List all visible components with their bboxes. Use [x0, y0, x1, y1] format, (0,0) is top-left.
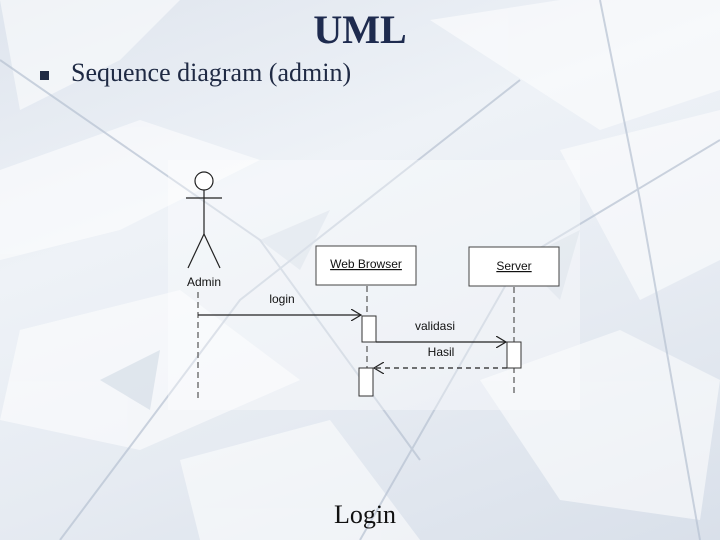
lifeline-box-web-browser: [315, 245, 417, 286]
actor-label: Admin: [187, 275, 221, 289]
message-validasi-label: validasi: [415, 319, 455, 333]
activation-web-browser-2: [358, 367, 374, 397]
actor-head: [194, 171, 214, 191]
actor-left-leg: [187, 233, 205, 269]
footer-caption: Login: [333, 500, 397, 529]
square-bullet-icon: [40, 70, 49, 80]
slide-title: UML: [313, 7, 407, 52]
lifeline-label-server: Server: [496, 259, 531, 273]
message-hasil-label: Hasil: [428, 345, 455, 359]
lifeline-box-server: [468, 246, 560, 287]
bullet-item: Sequence diagram (admin): [40, 58, 351, 88]
lifeline-label-web-browser: Web Browser: [330, 257, 402, 271]
bullet-text: Sequence diagram (admin): [71, 58, 352, 87]
actor-figure: [186, 171, 222, 269]
activation-server: [506, 341, 522, 369]
message-login-label: login: [269, 292, 294, 306]
actor-right-leg: [203, 233, 221, 269]
activation-web-browser-1: [361, 315, 377, 343]
